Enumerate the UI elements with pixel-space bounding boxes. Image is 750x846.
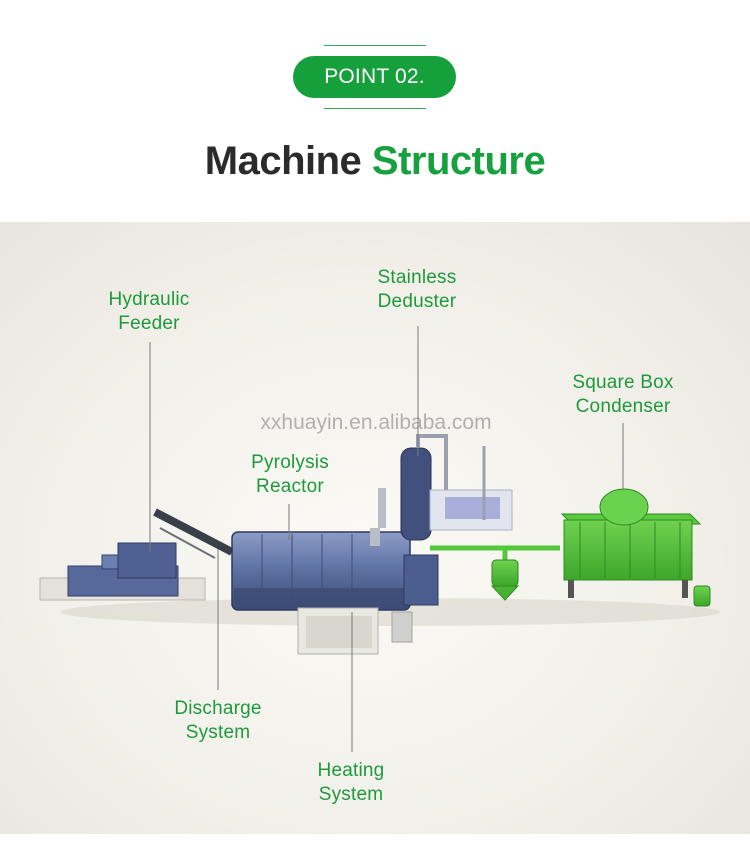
bottom-strip <box>0 834 750 846</box>
label-discharge-system: Discharge System <box>174 698 262 743</box>
heating-system-machine <box>297 607 413 655</box>
separator-tank <box>490 559 520 601</box>
point-badge: POINT 02. <box>293 56 456 98</box>
label-square-box-condenser: Square Box Condenser <box>572 372 674 417</box>
page-title: Machine Structure <box>0 133 750 189</box>
ground-shadow <box>60 598 720 626</box>
hydraulic-feeder-machine <box>39 508 234 601</box>
square-box-condenser-machine <box>560 488 711 607</box>
label-heating-system: Heating System <box>317 760 385 805</box>
title-main: Machine <box>204 139 362 183</box>
label-stainless-deduster: Stainless Deduster <box>377 267 457 312</box>
stainless-deduster-machine <box>378 434 513 541</box>
label-pyrolysis-reactor: Pyrolysis Reactor <box>251 452 329 497</box>
watermark-text: xxhuayin.en.alibaba.com <box>260 411 492 434</box>
leader-lines <box>149 326 624 752</box>
top-rule <box>324 45 426 46</box>
header: POINT 02. Machine Structure <box>0 0 750 222</box>
title-accent: Structure <box>371 139 546 183</box>
label-hydraulic-feeder: Hydraulic Feeder <box>108 289 190 334</box>
bottom-rule <box>324 108 426 109</box>
pyrolysis-reactor-machine <box>231 528 439 611</box>
